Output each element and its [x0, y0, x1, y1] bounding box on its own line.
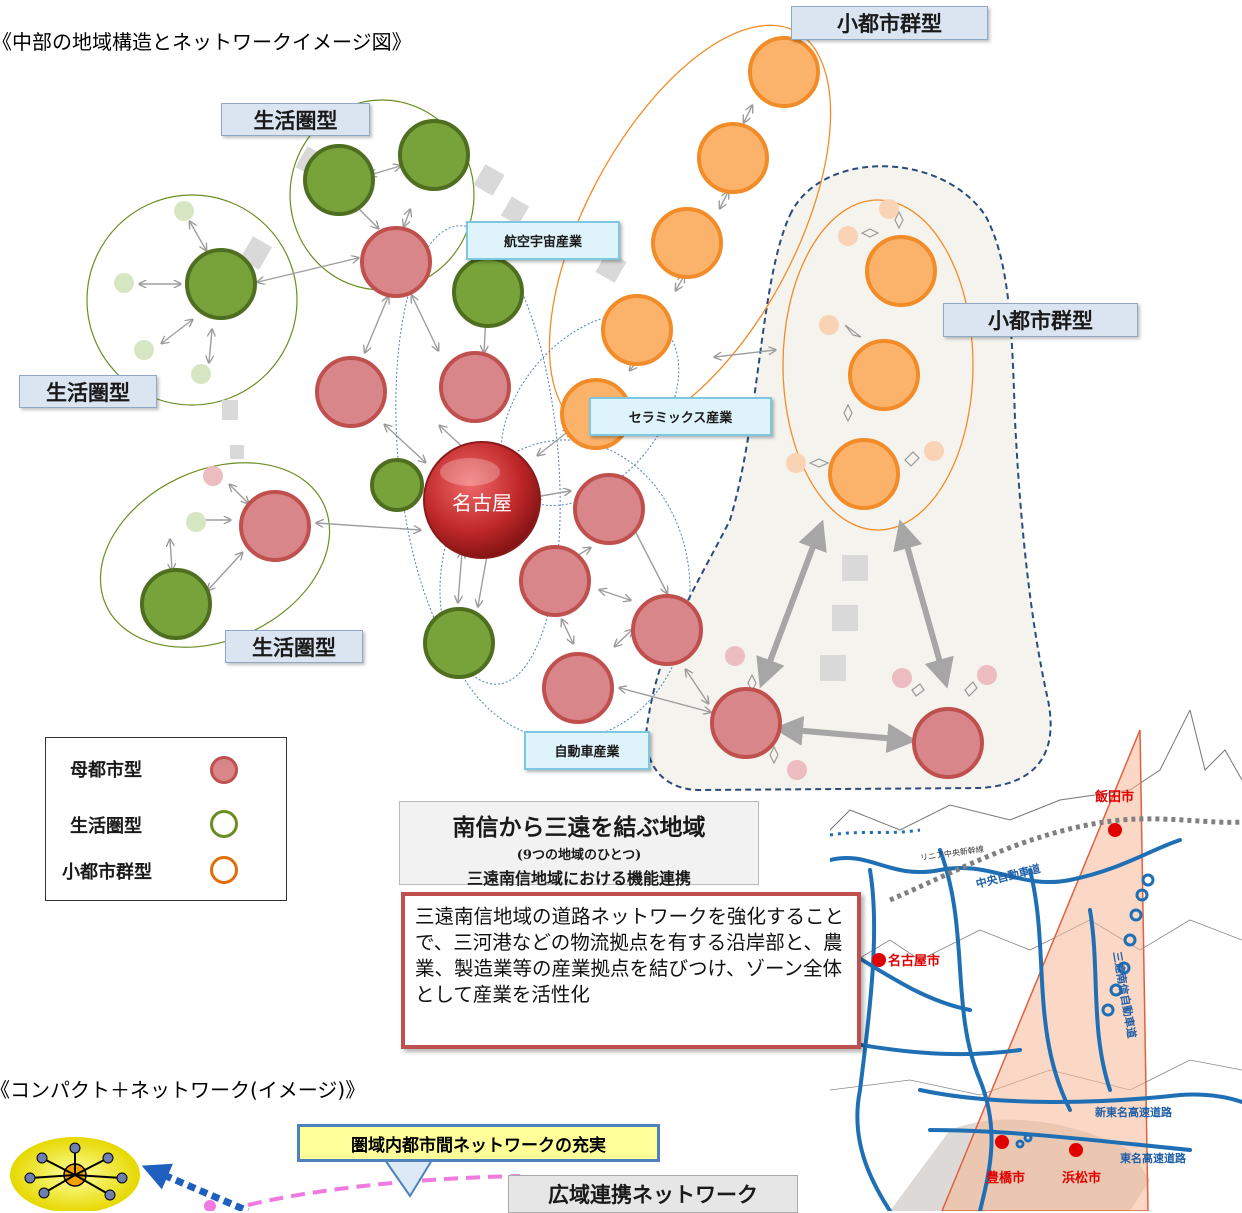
living-type-label-left: 生活圏型: [19, 375, 157, 408]
map-label-iida: 飯田市: [1095, 790, 1135, 805]
living-type-label-bottom: 生活圏型: [225, 630, 363, 663]
major-links: [756, 519, 954, 754]
hub-network-icon: [10, 1137, 140, 1211]
automotive-industry-label: 自動車産業: [524, 731, 650, 770]
map-image: [830, 710, 1242, 1211]
living-type-label-top: 生活圏型: [221, 103, 370, 136]
map-dot-hamamatsu: [1069, 1143, 1083, 1157]
region-title-box: 南信から三遠を結ぶ地域 (9つの地域のひとつ) 三遠南信地域における機能連携: [399, 801, 759, 888]
small-satellite-nodes: [114, 199, 997, 780]
region-title-sub: (9つの地域のひとつ): [516, 848, 642, 863]
legend-label-small: 小都市群型: [62, 862, 152, 883]
small-city-type-label-top: 小都市群型: [791, 6, 988, 40]
wide-network-label: 広域連携ネットワーク: [508, 1175, 798, 1213]
compact-heading: 《コンパクト＋ネットワーク(イメージ)》: [0, 1078, 366, 1102]
map-label-nagoya: 名古屋市: [888, 954, 941, 969]
small-city-type-label-right: 小都市群型: [943, 303, 1138, 337]
intra-network-label: 圏域内都市間ネットワークの充実: [297, 1124, 660, 1162]
connection-arrows: [140, 106, 775, 712]
description-box: 三遠南信地域の道路ネットワークを強化することで、三河港などの物流拠点を有する沿岸…: [401, 892, 861, 1049]
callout-tail: [383, 1159, 434, 1198]
legend-swatch-small: [210, 856, 238, 884]
map-label-toyohashi: 豊橋市: [986, 1171, 1026, 1186]
pink-dashed-link: [247, 1174, 521, 1207]
map-dot-iida: [1108, 823, 1122, 837]
map-label-hamamatsu: 浜松市: [1062, 1171, 1102, 1186]
aerospace-industry-label: 航空宇宙産業: [466, 221, 620, 260]
map-dot-toyohashi: [995, 1135, 1009, 1149]
map-dot-nagoya: [872, 953, 886, 967]
living-group-left: [86, 194, 298, 406]
ceramics-industry-label: セラミックス産業: [589, 397, 772, 436]
blue-dotted-arrow: [141, 1163, 250, 1211]
legend-label-living: 生活圏型: [70, 816, 142, 837]
region-title-main: 南信から三遠を結ぶ地域: [452, 814, 706, 841]
main-heading: 《中部の地域構造とネットワークイメージ図》: [0, 30, 412, 54]
legend-label-mother: 母都市型: [70, 760, 142, 781]
legend-swatch-mother: [210, 756, 238, 784]
region-title-caption: 三遠南信地域における機能連携: [466, 869, 691, 888]
nagoya-node: [423, 441, 541, 559]
legend: 母都市型 生活圏型 小都市群型: [45, 737, 287, 901]
map-label-tomei: 東名高速道路: [1120, 1152, 1186, 1165]
mother-city-nodes: [239, 226, 984, 779]
legend-swatch-living: [210, 810, 238, 838]
nagoya-label: 名古屋: [452, 491, 512, 515]
small-city-group-right: [782, 199, 974, 531]
map-label-shintomei: 新東名高速道路: [1095, 1106, 1172, 1119]
